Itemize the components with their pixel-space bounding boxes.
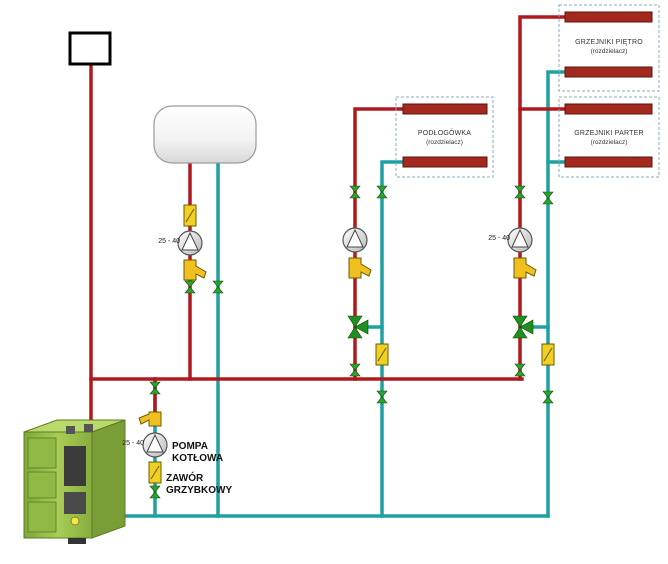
- valve-buffer-return: [212, 280, 224, 294]
- pump-buffer: [177, 230, 203, 256]
- valve-floor-supply-top: [349, 185, 361, 199]
- valve-floor-return-top: [376, 185, 388, 199]
- zone-floor-title: PODŁOGÓWKA: [417, 130, 472, 137]
- zone-ground-subtitle: (rozdzielacz): [590, 139, 628, 146]
- manifold-upper-return: [564, 66, 653, 78]
- pump-buffer-rating: 25 - 40: [158, 238, 180, 245]
- flow-meter-radiators: [541, 343, 555, 366]
- pump-boiler-rating: 25 - 40: [122, 440, 144, 447]
- expansion-vessel: [68, 31, 112, 66]
- manifolds: [402, 11, 653, 168]
- zone-box-floor: [395, 96, 494, 178]
- return-floor-pipe: [380, 160, 407, 518]
- zone-box-upper: [558, 4, 660, 92]
- valve-floor-return-bottom: [376, 390, 388, 404]
- boiler-logo: [70, 516, 80, 526]
- manifold-ground-return: [564, 156, 653, 168]
- flow-meters: [148, 204, 555, 484]
- strainers: [138, 257, 537, 427]
- valve-rad-supply-top: [514, 185, 526, 199]
- pump-radiators-rating: 25 - 40: [488, 235, 510, 242]
- pump-floor: [342, 227, 368, 253]
- valve-buffer-supply: [184, 280, 196, 294]
- flow-meter-buffer: [183, 204, 197, 227]
- strainer-radiators: [513, 257, 537, 279]
- manifold-floor-return: [402, 156, 488, 168]
- manifold-upper-supply: [564, 11, 653, 23]
- mixing-valve-radiators: [512, 315, 534, 339]
- boiler-pump-label: POMPA KOTŁOWA: [172, 441, 224, 464]
- boiler-hopper-window: [64, 446, 86, 486]
- valve-floor-supply-bottom: [349, 363, 361, 377]
- pump-radiators: [507, 227, 533, 253]
- mushroom-valve-label: ZAWÓR GRZYBKOWY: [166, 473, 233, 496]
- zone-upper-title: GRZEJNIKI PIĘTRO: [575, 39, 643, 46]
- flow-meter-floor: [375, 343, 389, 366]
- flow-meter-boiler: [148, 461, 162, 484]
- zone-box-ground: [558, 96, 660, 178]
- strainer-buffer: [183, 259, 207, 281]
- boiler-feet: [68, 538, 86, 544]
- boiler-door-top: [27, 471, 57, 499]
- pump-boiler: [142, 432, 168, 458]
- ball-valves: [149, 185, 554, 499]
- valve-rad-return-top: [542, 191, 554, 205]
- manifold-floor-supply: [402, 103, 488, 115]
- buffer-tank: [153, 105, 257, 164]
- valve-rad-supply-bottom: [514, 363, 526, 377]
- zone-upper-subtitle: (rozdzielacz): [590, 48, 628, 55]
- zone-floor-subtitle: (rozdzielacz): [426, 139, 463, 146]
- supply-floor-pipe: [353, 107, 407, 381]
- manifold-ground-supply: [564, 103, 653, 115]
- strainer-floor: [348, 257, 372, 279]
- boiler-door-bottom: [27, 501, 57, 533]
- boiler-side: [91, 419, 126, 539]
- mixing-valve-floor: [347, 315, 369, 339]
- valve-rad-return-bottom: [542, 390, 554, 404]
- boiler: [23, 419, 126, 544]
- strainer-boiler: [138, 411, 162, 427]
- boiler-panel: [27, 437, 57, 469]
- boiler-flange-2: [84, 424, 93, 432]
- boiler-flange-1: [66, 426, 75, 434]
- zone-ground-title: GRZEJNIKI PARTER: [574, 130, 644, 137]
- valve-boiler-top: [149, 381, 161, 395]
- boiler-ash-window: [64, 492, 86, 514]
- valve-boiler-bottom: [149, 485, 161, 499]
- supply-pipes: [89, 15, 567, 436]
